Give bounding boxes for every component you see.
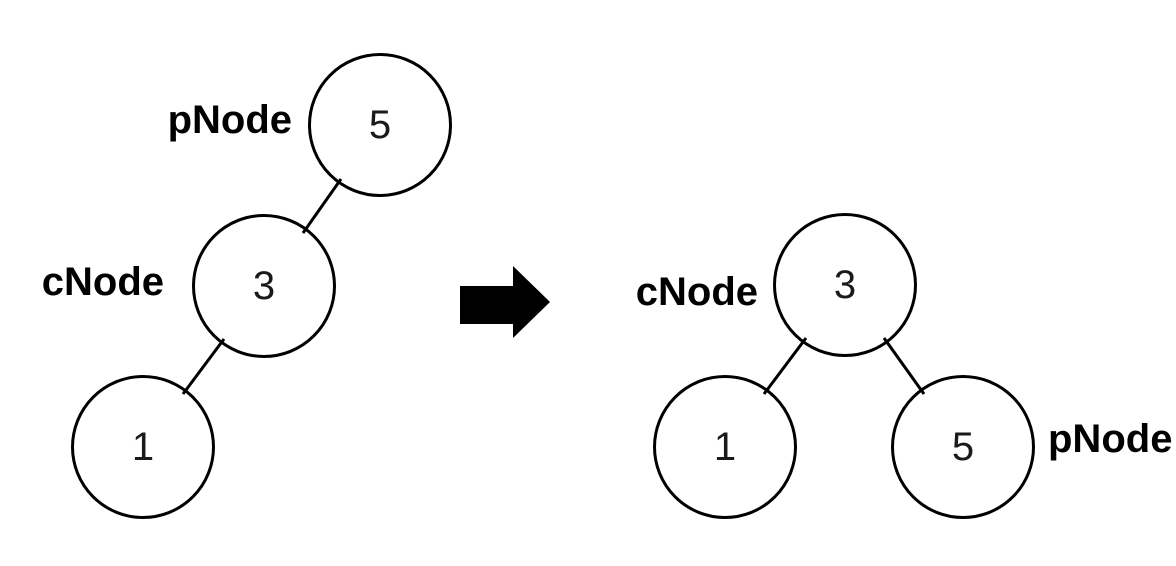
before-node-3: 3 [192,214,336,358]
before-node-1: 1 [71,375,215,519]
after-node-1-value: 1 [713,424,737,469]
before-node-1-value: 1 [131,424,155,469]
after-node-5: 5 [891,375,1035,519]
before-cnode-label: cNode [41,260,164,304]
after-node-3-value: 3 [833,262,857,307]
after-edge-3-1 [762,337,808,395]
before-node-3-value: 3 [252,263,276,308]
before-edge-5-3 [301,178,343,234]
right-arrow-icon [460,266,550,338]
before-edge-3-1 [181,338,226,395]
after-node-5-value: 5 [951,424,975,469]
after-cnode-label: cNode [635,270,758,314]
after-edge-3-5 [882,337,926,395]
before-node-5: 5 [308,53,452,197]
after-node-3: 3 [773,213,917,357]
before-node-5-value: 5 [368,102,392,147]
after-pnode-label: pNode [1048,417,1173,461]
after-node-1: 1 [653,375,797,519]
before-pnode-label: pNode [167,98,292,142]
